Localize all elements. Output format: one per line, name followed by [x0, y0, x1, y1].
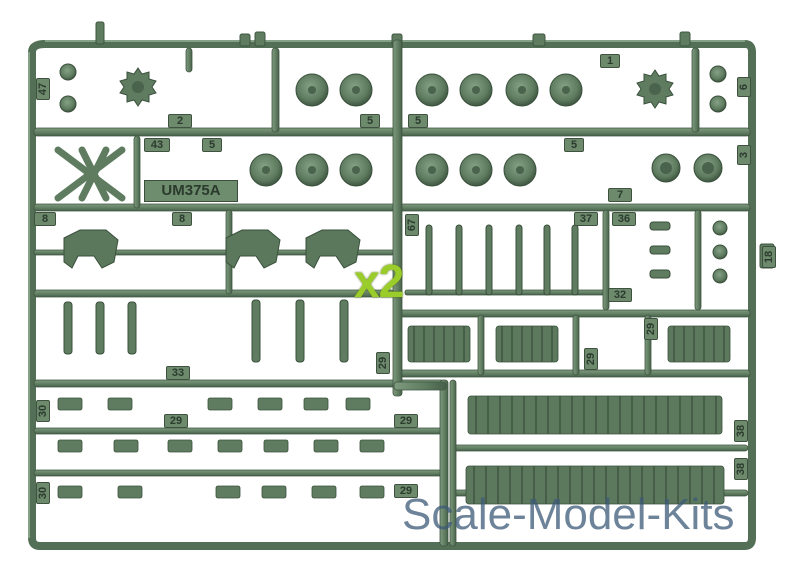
part-number-29c: 29 [644, 318, 658, 340]
pin-parts [63, 221, 671, 363]
part-number-32: 32 [608, 288, 632, 302]
part-number-47: 47 [36, 78, 50, 100]
part-number-36: 36 [612, 212, 636, 226]
sprue-frame [28, 40, 756, 550]
part-number-67: 67 [405, 214, 419, 236]
part-number-3: 3 [737, 145, 751, 165]
part-number-7: 7 [608, 188, 632, 202]
part-number-2: 2 [168, 114, 192, 128]
cross-frame-part [54, 146, 126, 202]
part-number-38a: 38 [734, 420, 748, 442]
part-number-30a: 30 [36, 400, 50, 422]
sprue-gates [95, 21, 775, 269]
part-number-29d: 29 [164, 414, 188, 428]
part-number-29f: 29 [394, 484, 418, 498]
part-number-30b: 30 [36, 482, 50, 504]
runners-horizontal [33, 127, 751, 497]
part-number-8a: 8 [34, 212, 56, 226]
part-number-6: 6 [737, 77, 751, 97]
part-number-37: 37 [574, 212, 598, 226]
part-number-33: 33 [166, 366, 190, 380]
suspension-brackets [63, 229, 361, 269]
quantity-multiplier: x2 [354, 255, 404, 307]
part-number-5d: 5 [564, 138, 584, 152]
part-number-43: 43 [144, 138, 170, 152]
part-number-5c: 5 [408, 114, 428, 128]
sprue-code-label: UM375A [144, 180, 238, 202]
part-number-8b: 8 [172, 212, 192, 226]
part-number-38b: 38 [734, 458, 748, 480]
part-number-29e: 29 [394, 414, 418, 428]
small-wheels [59, 63, 728, 284]
part-number-29a: 29 [376, 352, 390, 374]
watermark-text: Scale-Model-Kits [402, 490, 735, 539]
part-number-5a: 5 [202, 138, 222, 152]
part-number-1: 1 [600, 54, 620, 68]
clip-parts [57, 397, 385, 499]
part-number-29b: 29 [584, 348, 598, 370]
part-number-18: 18 [762, 246, 776, 268]
runners-vertical [133, 39, 702, 547]
part-number-5b: 5 [360, 114, 380, 128]
